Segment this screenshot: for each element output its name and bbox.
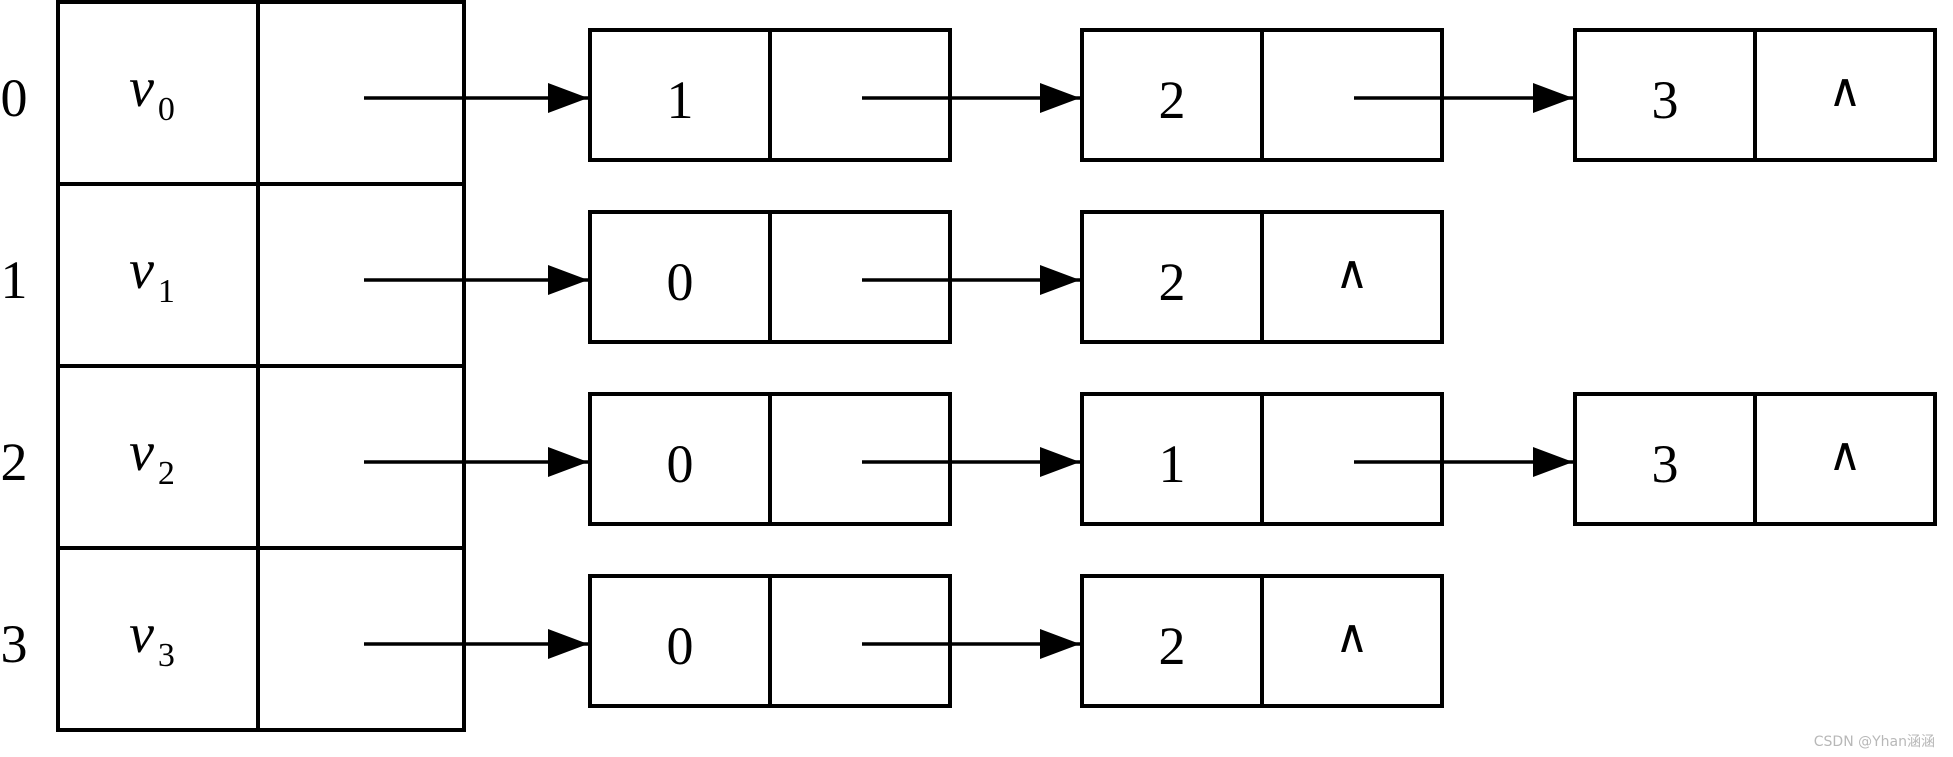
first-edge-pointer-cell (256, 182, 466, 368)
first-edge-pointer-cell (256, 364, 466, 550)
edge-node-next-cell (1260, 574, 1444, 708)
edge-node-adjvex-label: 3 (1652, 434, 1679, 494)
edge-node-adjvex-cell (1080, 392, 1264, 526)
edge-node-adjvex-cell (1573, 392, 1757, 526)
row-index-label: 3 (1, 614, 28, 674)
edge-node-adjvex-cell (588, 392, 772, 526)
edge-node-adjvex-cell (1080, 28, 1264, 162)
row-index-label: 2 (1, 432, 28, 492)
edge-node-next-cell (1260, 210, 1444, 344)
edge-node-adjvex-label: 2 (1159, 70, 1186, 130)
null-pointer-symbol: ∧ (1828, 429, 1862, 480)
vertex-subscript: 3 (158, 637, 175, 674)
edge-node-next-cell (768, 210, 952, 344)
edge-node-adjvex-label: 0 (667, 616, 694, 676)
edge-node-adjvex-label: 0 (667, 434, 694, 494)
null-pointer-symbol: ∧ (1335, 611, 1369, 662)
edge-node-adjvex-cell (1080, 574, 1264, 708)
edge-node-adjvex-label: 2 (1159, 616, 1186, 676)
vertex-subscript: 2 (158, 455, 175, 492)
vertex-name: v (129, 421, 154, 483)
edge-node-adjvex-label: 2 (1159, 252, 1186, 312)
vertex-cell (56, 0, 260, 186)
edge-node-adjvex-label: 1 (1159, 434, 1186, 494)
edge-node-adjvex-cell (1573, 28, 1757, 162)
edge-node-adjvex-cell (588, 210, 772, 344)
edge-node-next-cell (1753, 28, 1937, 162)
vertex-name: v (129, 603, 154, 665)
edge-node-next-cell (1753, 392, 1937, 526)
edge-node-adjvex-cell (1080, 210, 1264, 344)
edge-node-adjvex-label: 0 (667, 252, 694, 312)
edge-node-next-cell (1260, 392, 1444, 526)
vertex-name: v (129, 57, 154, 119)
first-edge-pointer-cell (256, 546, 466, 732)
vertex-subscript: 1 (158, 273, 175, 310)
edge-node-adjvex-label: 3 (1652, 70, 1679, 130)
vertex-name: v (129, 239, 154, 301)
vertex-subscript: 0 (158, 91, 175, 128)
edge-node-next-cell (768, 574, 952, 708)
null-pointer-symbol: ∧ (1335, 247, 1369, 298)
vertex-cell (56, 546, 260, 732)
edge-node-adjvex-label: 1 (667, 70, 694, 130)
edge-node-next-cell (768, 392, 952, 526)
watermark: CSDN @Yhan涵涵 (1813, 734, 1935, 750)
edge-node-next-cell (1260, 28, 1444, 162)
row-index-label: 0 (1, 68, 28, 128)
null-pointer-symbol: ∧ (1828, 65, 1862, 116)
row-index-label: 1 (1, 250, 28, 310)
first-edge-pointer-cell (256, 0, 466, 186)
edge-node-next-cell (768, 28, 952, 162)
